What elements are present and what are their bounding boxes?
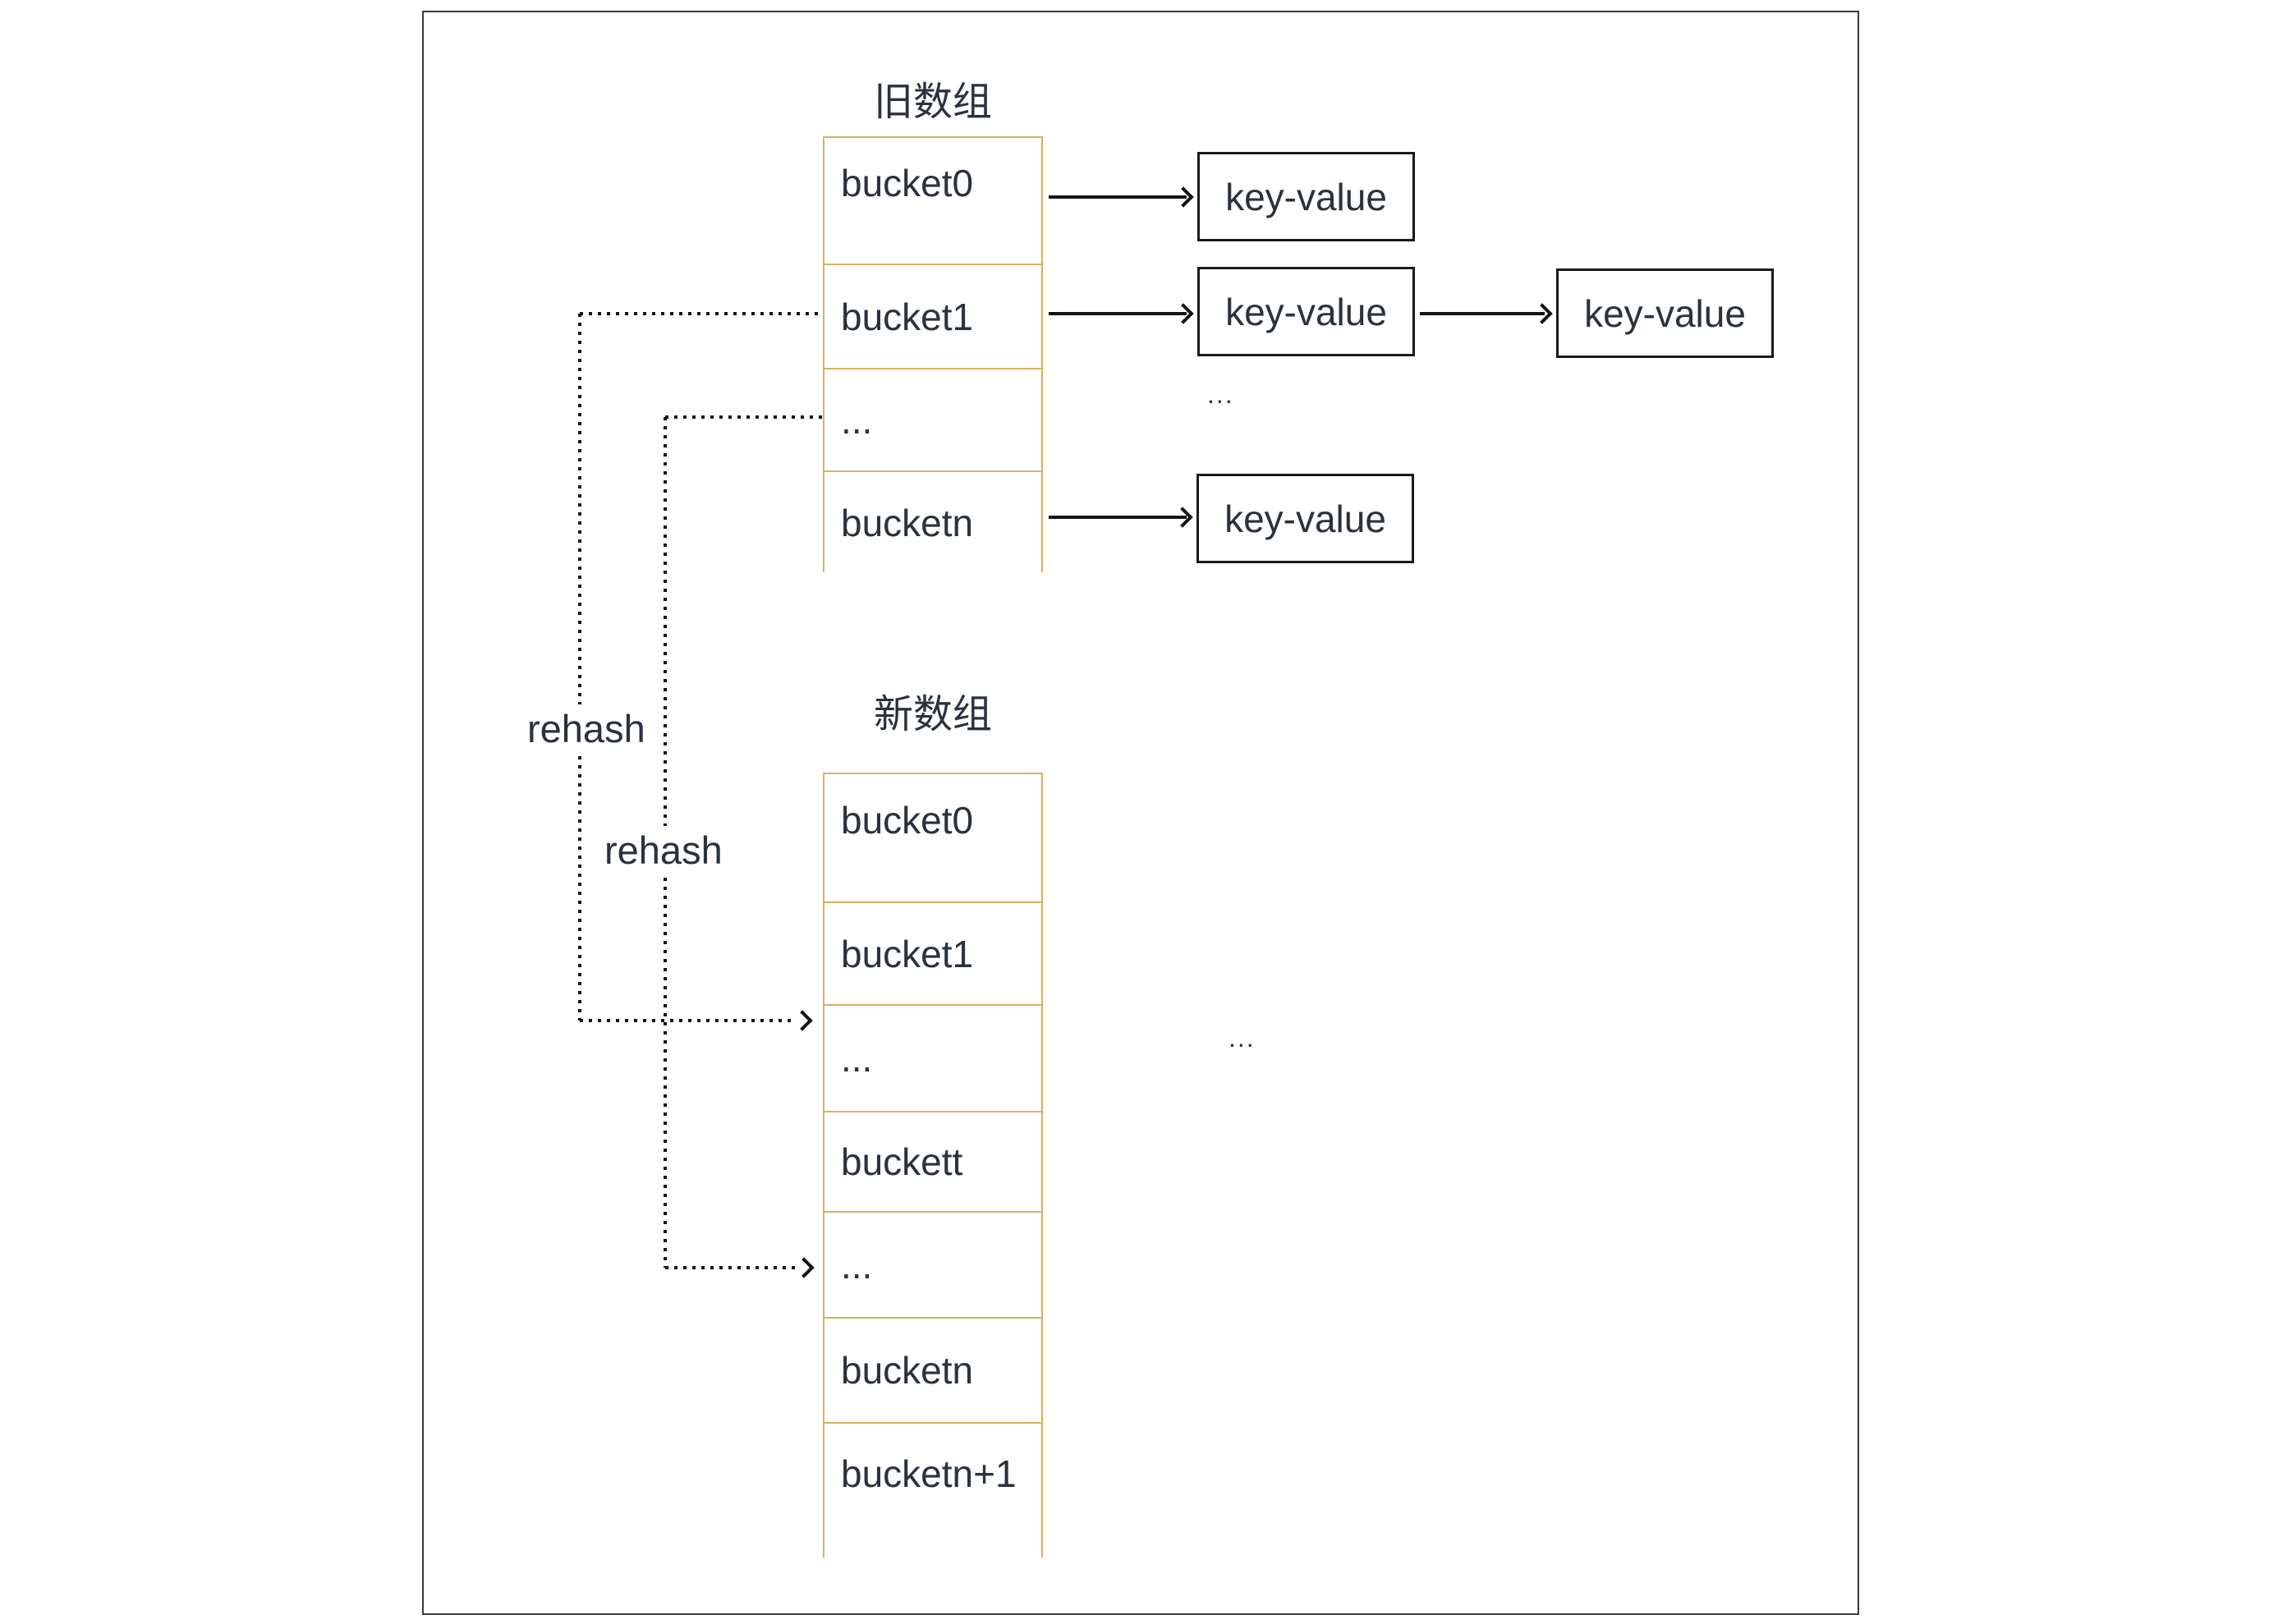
new-array-cell-bucketn: bucketn	[824, 1317, 1041, 1422]
rehash-label-2: rehash	[596, 826, 731, 875]
new-bucketn1-label: bucketn+1	[841, 1452, 1017, 1495]
diagram-frame	[422, 11, 1859, 1615]
kv-box-bucket1: key-value	[1197, 267, 1415, 356]
rehash-path2-bottom-segment	[665, 1266, 798, 1269]
new-array-cell-bucket0: bucket0	[824, 774, 1041, 901]
kv-box-bucketn: key-value	[1196, 474, 1414, 563]
new-array-cell-bucketn1: bucketn+1	[824, 1422, 1041, 1559]
old-array-cell-bucket1: bucket1	[824, 264, 1041, 368]
new-chain-more-ellipsis: ...	[1229, 1023, 1256, 1053]
arrow-bucket1-to-kv-line	[1049, 312, 1187, 315]
kv-box-bucket1-next: key-value	[1556, 268, 1774, 358]
old-array-title: 旧数组	[873, 80, 992, 124]
new-array-cell-buckett: buckett	[824, 1111, 1041, 1211]
rehash-path1-vertical-segment	[578, 314, 581, 1021]
new-ellipsis2-label: ...	[841, 1243, 873, 1287]
old-bucket1-label: bucket1	[841, 295, 974, 338]
new-buckett-label: buckett	[841, 1140, 963, 1183]
new-bucket0-label: bucket0	[841, 798, 974, 842]
arrow-bucketn-to-kv-line	[1049, 516, 1187, 519]
old-chain-more-ellipsis: ...	[1207, 379, 1234, 409]
arrow-kv-to-kv-line	[1420, 312, 1545, 315]
new-bucketn-label: bucketn	[841, 1349, 974, 1392]
rehash-path1-bottom-segment	[580, 1019, 797, 1022]
rehash-path1-top-segment	[580, 312, 823, 315]
rehash-path2-top-segment	[665, 415, 823, 419]
rehash-label-1: rehash	[519, 704, 654, 754]
new-bucket1-label: bucket1	[841, 932, 974, 975]
new-array-cell-ellipsis-2: ...	[824, 1211, 1041, 1317]
new-array: bucket0 bucket1 ... buckett ... bucketn …	[823, 773, 1043, 1559]
new-array-title: 新数组	[873, 693, 992, 736]
kv-box-bucket0: key-value	[1197, 152, 1415, 241]
new-array-cell-bucket1: bucket1	[824, 901, 1041, 1004]
old-array-cell-bucketn: bucketn	[824, 470, 1041, 574]
new-ellipsis1-label: ...	[841, 1037, 873, 1080]
old-array-cell-ellipsis: ...	[824, 368, 1041, 470]
old-bucketn-label: bucketn	[841, 502, 974, 544]
old-bucket0-label: bucket0	[841, 161, 974, 204]
new-array-cell-ellipsis-1: ...	[824, 1004, 1041, 1111]
old-array: bucket0 bucket1 ... bucketn	[823, 136, 1043, 574]
arrow-bucket0-to-kv-line	[1049, 195, 1187, 199]
old-array-cell-bucket0: bucket0	[824, 138, 1041, 264]
old-ellipsis-label: ...	[841, 398, 873, 442]
